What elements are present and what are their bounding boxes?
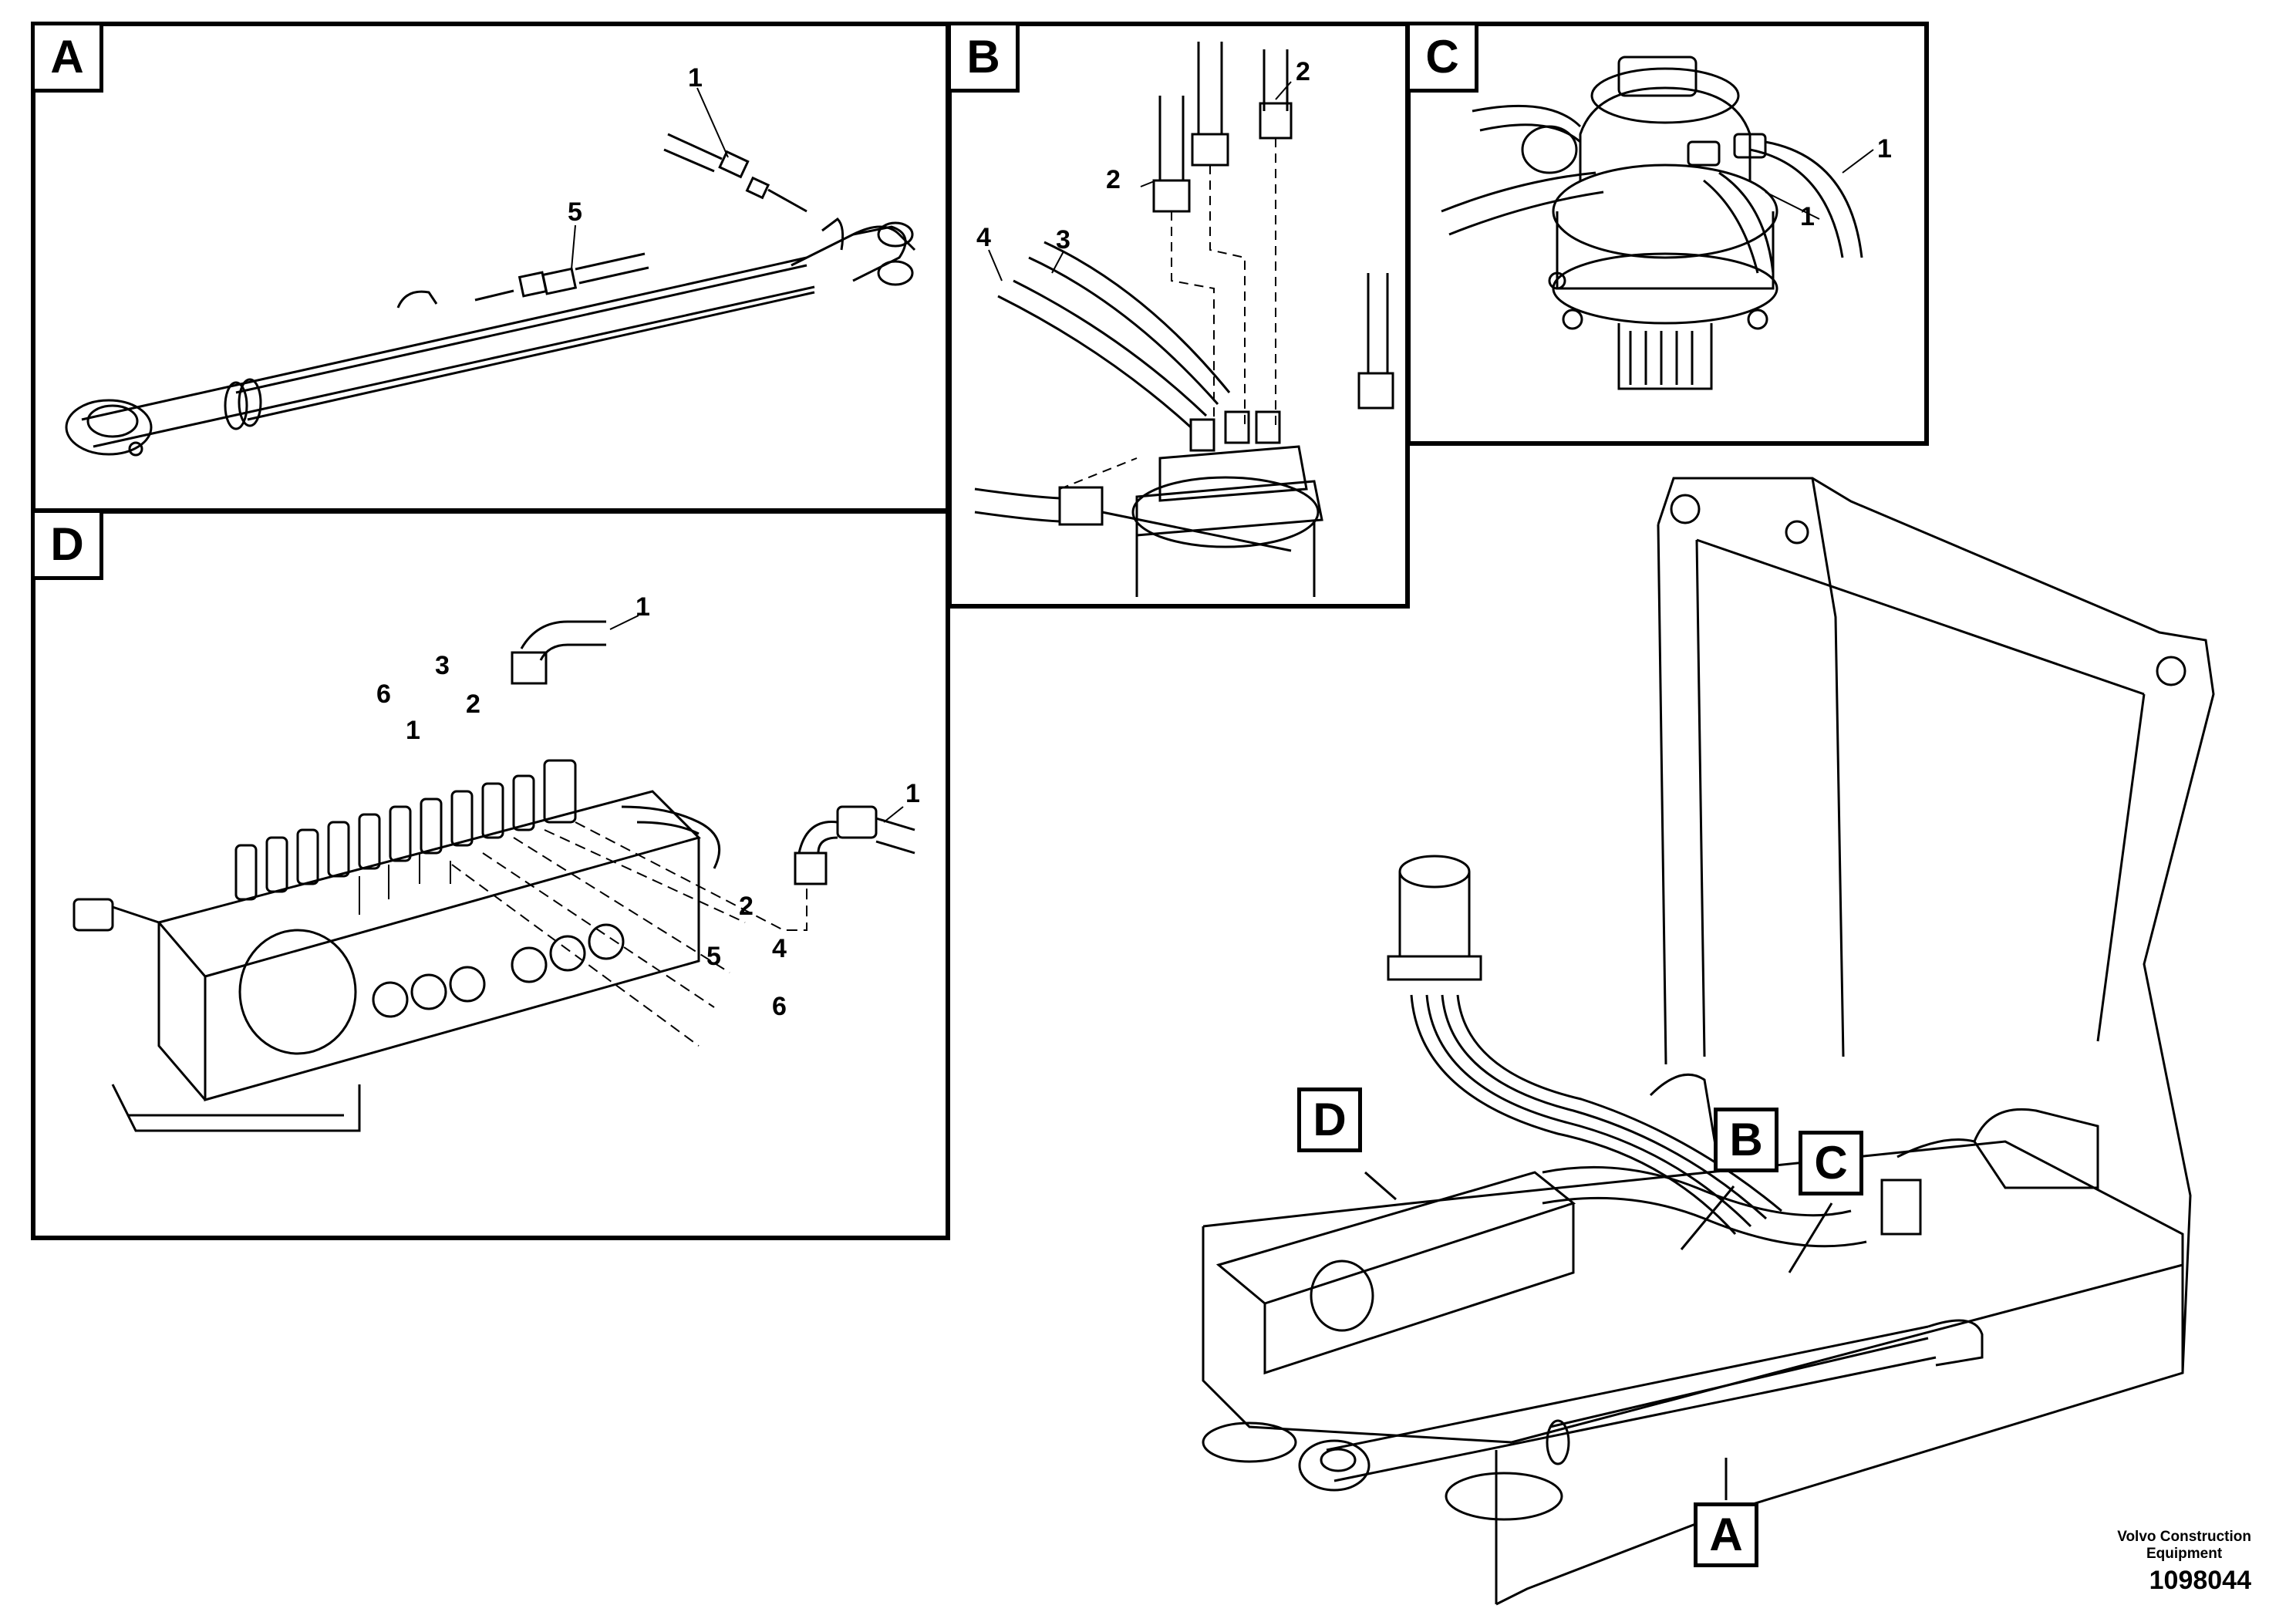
control-valve-drawing: 1 1 6 1 3 2 2 4 5 6 bbox=[72, 592, 920, 1132]
callout-d-6-lower: 6 bbox=[772, 992, 787, 1021]
panel-c: C bbox=[1406, 22, 1929, 446]
overview-tag-a: A bbox=[1694, 1502, 1758, 1567]
callout-d-6-upper: 6 bbox=[376, 679, 391, 709]
callout-c-1-right: 1 bbox=[1877, 134, 1892, 164]
document-number: 1098044 bbox=[2149, 1566, 2251, 1595]
callout-a-1: 1 bbox=[688, 63, 703, 93]
callout-a-5: 5 bbox=[568, 197, 582, 227]
callout-d-1-top: 1 bbox=[636, 592, 650, 622]
panel-a: A bbox=[31, 22, 950, 513]
callout-d-1-upper: 1 bbox=[406, 716, 420, 745]
callout-d-4: 4 bbox=[772, 934, 787, 963]
panel-b: B bbox=[947, 22, 1410, 609]
panel-d-tag: D bbox=[31, 509, 103, 580]
overview-tag-b: B bbox=[1714, 1108, 1778, 1172]
credit-line-1: Volvo Construction bbox=[2117, 1529, 2251, 1545]
callout-d-1-right: 1 bbox=[905, 779, 920, 808]
callout-b-3: 3 bbox=[1056, 225, 1070, 255]
callout-b-2-top: 2 bbox=[1296, 57, 1310, 86]
overview-tag-c: C bbox=[1799, 1131, 1863, 1195]
callout-d-2-lower: 2 bbox=[739, 892, 754, 921]
panel-c-tag: C bbox=[1406, 22, 1478, 93]
rotary-coupling-drawing: 2 2 4 3 bbox=[974, 42, 1394, 597]
callout-d-3: 3 bbox=[435, 651, 450, 680]
callout-b-2-left: 2 bbox=[1106, 165, 1121, 194]
callout-d-2-upper: 2 bbox=[466, 690, 480, 719]
callout-c-1-left: 1 bbox=[1800, 202, 1815, 231]
overview-tag-d: D bbox=[1297, 1088, 1362, 1152]
callout-b-4: 4 bbox=[976, 223, 991, 252]
callout-d-5: 5 bbox=[706, 942, 721, 971]
publisher-credit: Volvo Construction Equipment bbox=[2117, 1529, 2251, 1563]
panel-a-tag: A bbox=[31, 22, 103, 93]
panel-b-tag: B bbox=[947, 22, 1020, 93]
swing-motor-drawing: 1 1 bbox=[1441, 56, 1892, 390]
credit-line-2: Equipment bbox=[2146, 1546, 2223, 1562]
hydraulic-cylinder-drawing: 1 5 bbox=[65, 63, 916, 457]
panel-d: D bbox=[31, 509, 950, 1240]
